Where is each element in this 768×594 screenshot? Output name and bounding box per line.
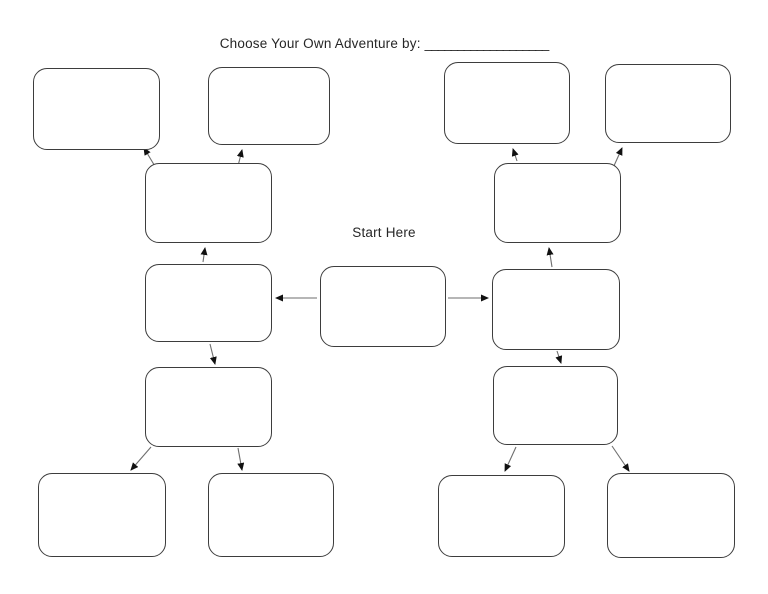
flow-box-right-2[interactable] <box>494 163 621 243</box>
flow-box-top-left-outer[interactable] <box>33 68 160 150</box>
flow-box-start[interactable] <box>320 266 446 347</box>
flow-box-right-3[interactable] <box>492 269 620 350</box>
flow-box-bottom-right-inner[interactable] <box>438 475 565 557</box>
start-here-label: Start Here <box>352 225 416 240</box>
flow-box-top-left-inner[interactable] <box>208 67 330 145</box>
flow-box-bottom-left-outer[interactable] <box>38 473 166 557</box>
flow-box-left-2[interactable] <box>145 163 272 243</box>
flow-box-bottom-left-inner[interactable] <box>208 473 334 557</box>
flow-box-top-right-outer[interactable] <box>605 64 731 143</box>
flow-box-top-right-inner[interactable] <box>444 62 570 144</box>
flow-box-left-3[interactable] <box>145 264 272 342</box>
worksheet-title: Choose Your Own Adventure by: __________… <box>0 36 768 51</box>
title-text: Choose Your Own Adventure by: <box>219 36 421 51</box>
title-blank-line[interactable]: ___________________ <box>424 36 550 51</box>
flow-box-right-4[interactable] <box>493 366 618 445</box>
flow-box-bottom-right-outer[interactable] <box>607 473 735 558</box>
flow-box-left-4[interactable] <box>145 367 272 447</box>
